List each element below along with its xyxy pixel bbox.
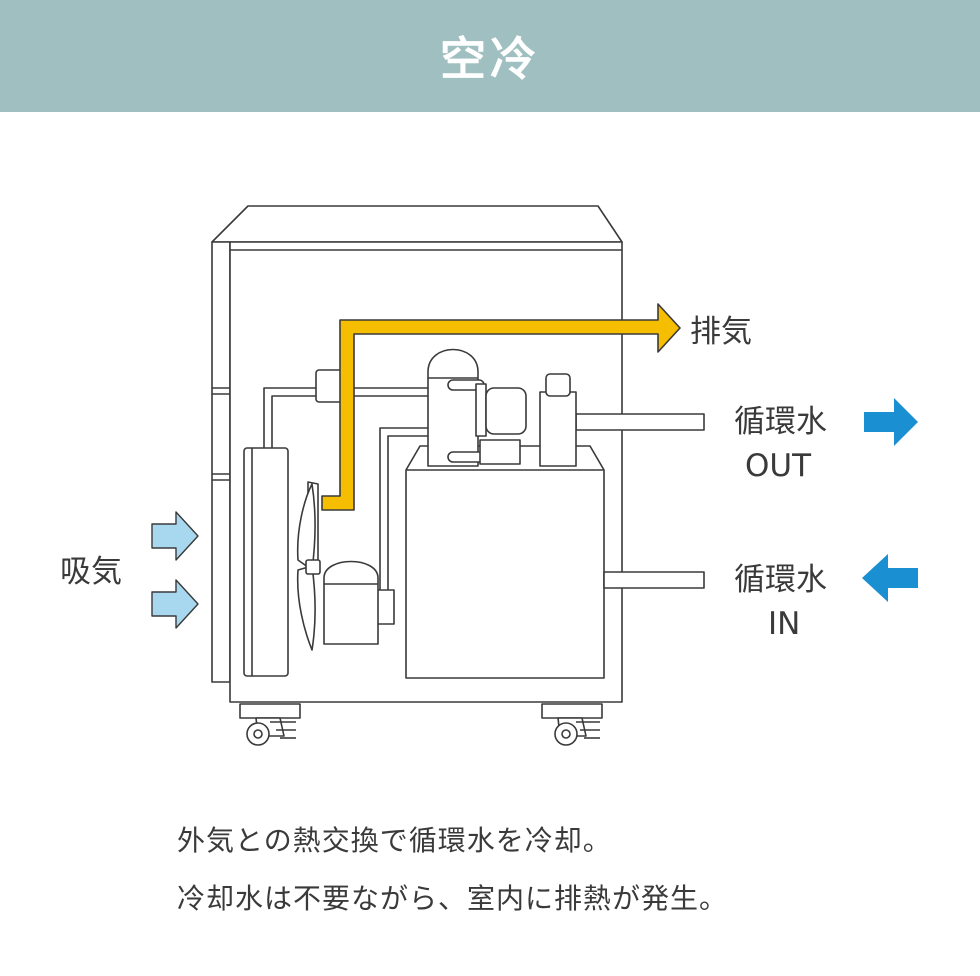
water-out-arrow bbox=[864, 398, 918, 446]
description-line-1: 外気との熱交換で循環水を冷却。 bbox=[177, 824, 612, 857]
water-tank bbox=[405, 445, 605, 679]
description: 外気との熱交換で循環水を冷却。 冷却水は不要ながら、室内に排熱が発生。 bbox=[177, 812, 897, 928]
compressor bbox=[323, 560, 379, 645]
water-in-sub-label: IN bbox=[768, 606, 800, 642]
refrigerant-pipes bbox=[263, 387, 430, 625]
pump-assembly bbox=[427, 348, 577, 467]
exhaust-label: 排気 bbox=[690, 314, 752, 350]
intake-arrow-upper bbox=[151, 511, 199, 561]
page-title: 空冷 bbox=[440, 32, 540, 86]
caster-left bbox=[239, 703, 301, 746]
water-out-label: 循環水 bbox=[734, 404, 827, 440]
description-line-2: 冷却水は不要ながら、室内に排熱が発生。 bbox=[177, 882, 729, 915]
caster-right bbox=[541, 703, 603, 746]
intake-arrow-lower bbox=[151, 579, 199, 629]
water-in-label: 循環水 bbox=[734, 562, 827, 598]
exhaust-arrow bbox=[321, 303, 681, 511]
water-pipes bbox=[575, 413, 705, 589]
water-out-sub-label: OUT bbox=[745, 448, 812, 484]
water-in-arrow bbox=[862, 554, 918, 602]
fan bbox=[296, 481, 321, 651]
header-bar: 空冷 bbox=[0, 0, 980, 112]
condenser bbox=[243, 447, 289, 677]
intake-label: 吸気 bbox=[60, 554, 122, 590]
